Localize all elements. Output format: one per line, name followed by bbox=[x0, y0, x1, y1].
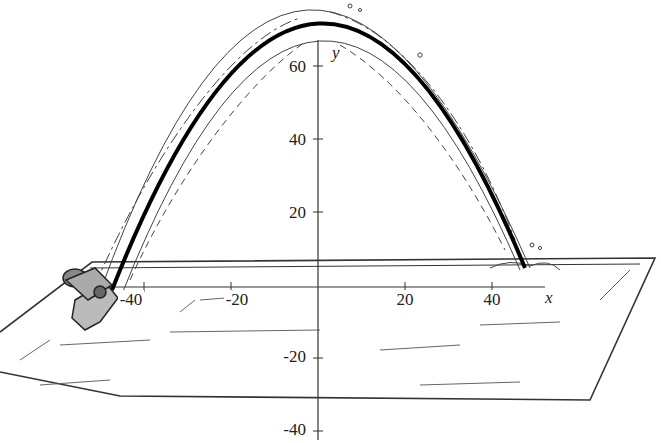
hose-nozzle bbox=[63, 268, 118, 330]
water-spray bbox=[95, 4, 560, 294]
tick-label: -40 bbox=[118, 290, 145, 309]
axis-name: x bbox=[543, 288, 555, 307]
tick-label: 40 bbox=[287, 130, 308, 149]
tick-label: 20 bbox=[287, 203, 308, 222]
tick-label: -20 bbox=[281, 347, 308, 366]
tick-label: -40 bbox=[281, 420, 308, 439]
axes bbox=[95, 40, 545, 440]
axis-name: y bbox=[330, 43, 342, 62]
tick-label: -20 bbox=[224, 290, 251, 309]
parabola-curve bbox=[112, 23, 525, 290]
tick-label: 40 bbox=[482, 290, 503, 309]
tick-label: 20 bbox=[395, 290, 416, 309]
tick-label: 60 bbox=[287, 57, 308, 76]
ground-plane bbox=[0, 258, 655, 400]
